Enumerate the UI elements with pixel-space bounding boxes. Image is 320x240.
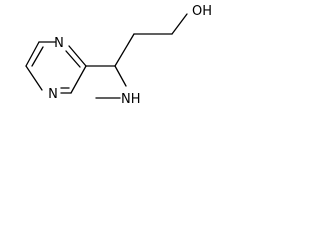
bond-n1-c2	[68, 45, 87, 67]
chemical-structure-diagram: N N OH NH	[25, 4, 212, 107]
bond-ch2-to-oh	[171, 13, 188, 35]
bond-c2-c3	[70, 65, 87, 94]
double-bond-n1-c2	[65, 50, 81, 68]
nitrogen-label-top: N	[54, 36, 64, 51]
bond-n4-c5	[25, 65, 43, 91]
pyrazine-ring: N N	[25, 36, 87, 102]
side-chain: OH NH	[85, 4, 212, 107]
bond-ch-to-ch2	[114, 33, 135, 67]
bond-ch-to-nh	[114, 65, 127, 87]
bond-c5-c6	[25, 41, 40, 67]
amine-label: NH	[121, 92, 141, 107]
nitrogen-label-bottom: N	[48, 87, 58, 102]
double-bond-c5-c6	[31, 46, 44, 67]
hydroxyl-label: OH	[192, 4, 212, 19]
